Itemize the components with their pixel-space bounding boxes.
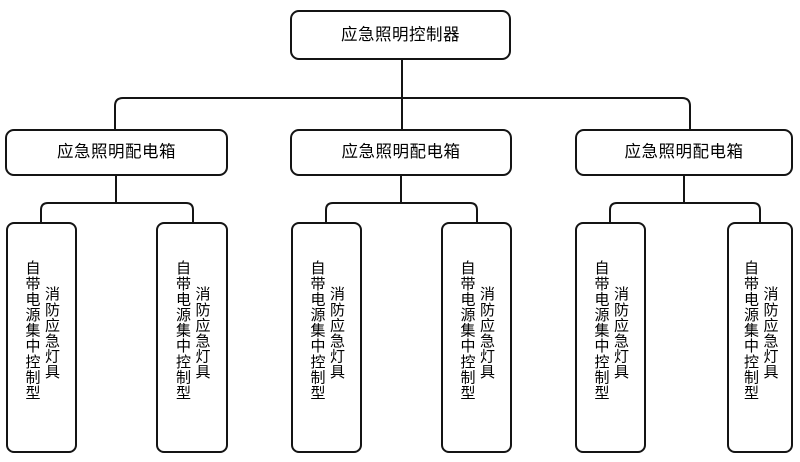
node-luminaire-2-primary-label: 自带电源集中控制型 [174, 260, 192, 401]
node-panel-1-label: 应急照明配电箱 [57, 142, 176, 162]
node-luminaire-5-secondary-label: 消防应急灯具 [612, 286, 631, 380]
node-panel-3-label: 应急照明配电箱 [624, 142, 744, 162]
node-luminaire-5-primary-label: 自带电源集中控制型 [592, 260, 611, 401]
node-luminaire-4-primary-label: 自带电源集中控制型 [458, 260, 477, 401]
node-luminaire-4-secondary-label: 消防应急灯具 [478, 286, 497, 380]
node-distribution-panel-1: 应急照明配电箱 [5, 129, 228, 176]
node-luminaire-2: 自带电源集中控制型 消防应急灯具 [156, 222, 228, 453]
node-luminaire-3: 自带电源集中控制型 消防应急灯具 [291, 222, 362, 453]
connector-group-2-bus [325, 176, 478, 222]
node-luminaire-1-secondary-label: 消防应急灯具 [43, 286, 62, 380]
node-luminaire-6-secondary-label: 消防应急灯具 [761, 286, 780, 380]
node-luminaire-3-primary-label: 自带电源集中控制型 [308, 260, 327, 401]
node-distribution-panel-3: 应急照明配电箱 [575, 129, 793, 176]
node-luminaire-4: 自带电源集中控制型 消防应急灯具 [441, 222, 512, 453]
node-panel-2-label: 应急照明配电箱 [341, 142, 461, 162]
connector-group-3-bus [609, 176, 761, 222]
node-root-label: 应急照明控制器 [341, 24, 460, 44]
node-distribution-panel-2: 应急照明配电箱 [290, 129, 512, 176]
node-luminaire-6: 自带电源集中控制型 消防应急灯具 [727, 222, 793, 453]
node-luminaire-6-primary-label: 自带电源集中控制型 [742, 260, 760, 401]
node-luminaire-1-primary-label: 自带电源集中控制型 [23, 260, 42, 401]
node-emergency-lighting-controller: 应急照明控制器 [290, 10, 511, 60]
node-luminaire-2-secondary-label: 消防应急灯具 [193, 286, 212, 380]
node-luminaire-5: 自带电源集中控制型 消防应急灯具 [575, 222, 646, 453]
connector-group-1-bus [40, 176, 194, 222]
node-luminaire-1: 自带电源集中控制型 消防应急灯具 [6, 222, 77, 453]
node-luminaire-3-secondary-label: 消防应急灯具 [328, 286, 347, 380]
connector-level2-bus [114, 97, 691, 130]
